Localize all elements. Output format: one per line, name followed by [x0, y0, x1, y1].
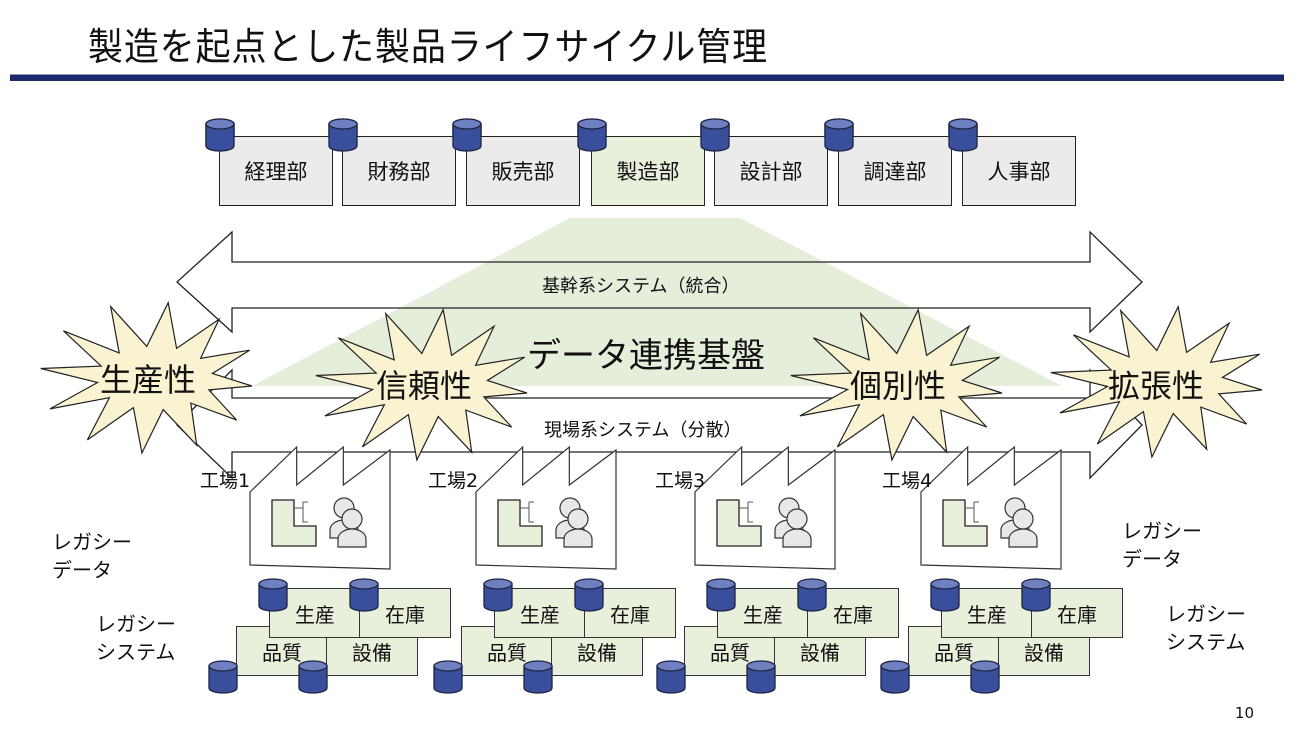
- department-db-overlay: [205, 118, 978, 152]
- department-label: 財務部: [367, 160, 431, 184]
- department-label: 人事部: [987, 160, 1051, 184]
- burst-shape: [790, 307, 1003, 462]
- factory-label-3: 工場3: [655, 470, 706, 492]
- department-box: 調達部: [838, 136, 952, 206]
- data-platform-label: データ連携基盤: [527, 336, 765, 376]
- factory-icon: [694, 445, 836, 570]
- slide-title: 製造を起点とした製品ライフサイクル管理: [88, 25, 768, 69]
- department-label: 製造部: [616, 160, 680, 184]
- database-icon: [483, 578, 513, 612]
- database-icon: [523, 660, 553, 694]
- department-box: 設計部: [714, 136, 828, 206]
- database-icon: [577, 118, 607, 152]
- department-label: 設計部: [739, 160, 803, 184]
- legacy-system-label: 生産: [295, 602, 335, 627]
- legacy-data-label-left: レガシー データ: [52, 530, 132, 582]
- department-box: 人事部: [962, 136, 1076, 206]
- quality-label-reliability: 信頼性: [376, 367, 473, 405]
- database-icon: [824, 118, 854, 152]
- factory-label-1: 工場1: [200, 470, 251, 492]
- database-icon: [656, 660, 686, 694]
- department-label: 経理部: [244, 160, 308, 184]
- core-system-arrow: [176, 230, 1143, 334]
- quality-label-extensibility: 拡張性: [1108, 367, 1205, 405]
- database-icon: [208, 660, 238, 694]
- department-box: 製造部: [591, 136, 705, 206]
- legacy-system-label: 設備: [577, 640, 617, 665]
- database-icon: [700, 118, 730, 152]
- legacy-system-label: 生産: [743, 602, 783, 627]
- legacy-system-label: 在庫: [385, 602, 425, 627]
- department-box: 経理部: [219, 136, 333, 206]
- legacy-system-label: 品質: [487, 640, 527, 665]
- legacy-system-label-right: レガシー システム: [1166, 602, 1246, 654]
- legacy-system-label: 設備: [1024, 640, 1064, 665]
- database-icon: [298, 660, 328, 694]
- factory-label-2: 工場2: [428, 470, 479, 492]
- department-label: 調達部: [863, 160, 927, 184]
- legacy-system-label: 品質: [934, 640, 974, 665]
- legacy-data-label-right: レガシー データ: [1122, 519, 1202, 571]
- legacy-system-label-left: レガシー システム: [96, 612, 176, 664]
- legacy-system-box: 生産: [717, 588, 809, 638]
- database-icon: [258, 578, 288, 612]
- database-icon: [880, 660, 910, 694]
- machine-icon: [497, 499, 543, 547]
- database-icon: [930, 578, 960, 612]
- burst-shape: [40, 300, 253, 455]
- database-icon: [746, 660, 776, 694]
- burst-shape: [315, 307, 528, 462]
- core-system-label: 基幹系システム（統合）: [542, 276, 740, 297]
- database-icon: [574, 578, 604, 612]
- legacy-system-label: 品質: [262, 640, 302, 665]
- quality-label-productivity: 生産性: [100, 361, 197, 399]
- machine-icon: [271, 499, 317, 547]
- database-icon: [349, 578, 379, 612]
- department-box: 販売部: [466, 136, 580, 206]
- database-icon: [205, 118, 235, 152]
- people-icon: [774, 497, 812, 548]
- legacy-system-label: 在庫: [1057, 602, 1097, 627]
- legacy-system-label: 品質: [710, 640, 750, 665]
- legacy-system-label: 在庫: [833, 602, 873, 627]
- database-icon: [1021, 578, 1051, 612]
- factory-icon: [249, 445, 391, 570]
- machine-icon: [716, 499, 762, 547]
- field-system-label: 現場系システム（分散）: [544, 420, 742, 441]
- factory-icon: [475, 445, 617, 570]
- database-icon: [433, 660, 463, 694]
- factory-label-4: 工場4: [882, 470, 933, 492]
- legacy-system-label: 設備: [800, 640, 840, 665]
- people-icon: [329, 497, 367, 548]
- legacy-system-label: 生産: [967, 602, 1007, 627]
- legacy-system-label: 在庫: [610, 602, 650, 627]
- database-icon: [706, 578, 736, 612]
- database-icon: [948, 118, 978, 152]
- legacy-system-label: 生産: [520, 602, 560, 627]
- database-icon: [970, 660, 1000, 694]
- data-platform-shape: [252, 218, 1062, 386]
- legacy-system-label: 設備: [352, 640, 392, 665]
- machine-icon: [942, 499, 988, 547]
- department-box: 財務部: [342, 136, 456, 206]
- burst-shape: [1050, 304, 1263, 459]
- quality-label-individuality: 個別性: [850, 367, 947, 405]
- title-rule: [10, 74, 1284, 81]
- database-icon: [452, 118, 482, 152]
- page-number: 10: [1234, 704, 1254, 722]
- people-icon: [555, 497, 593, 548]
- people-icon: [1000, 497, 1038, 548]
- factory-icon: [920, 445, 1062, 570]
- database-icon: [797, 578, 827, 612]
- department-label: 販売部: [491, 160, 555, 184]
- database-icon: [328, 118, 358, 152]
